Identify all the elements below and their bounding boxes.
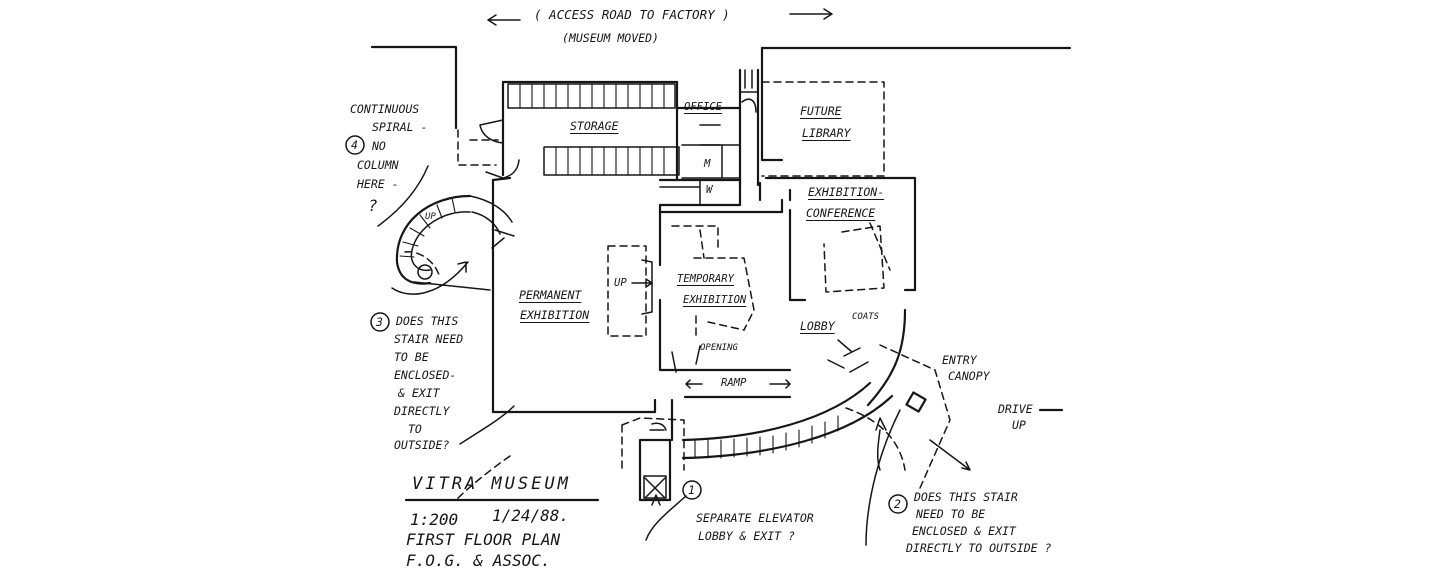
entry-canopy-line-2: CANOPY (948, 369, 990, 383)
note-1-circle (682, 480, 702, 500)
note-2-line-2: NEED TO BE (916, 507, 986, 521)
spiral-stair (395, 194, 515, 291)
firm-label: F.O.G. & ASSOC. (406, 551, 551, 570)
note-leaders (377, 165, 1064, 546)
m-label: M (704, 158, 711, 170)
note-3-line-1: DOES THIS (396, 314, 459, 328)
temporary-exhibition-outline (671, 225, 755, 339)
exhibition-conference-line-1: EXHIBITION- (808, 185, 885, 199)
exhibition-conference-line-2: CONFERENCE (806, 206, 876, 220)
drive-up-line-2: UP (1012, 418, 1026, 432)
note-4-line-4: COLUMN (357, 158, 399, 172)
spiral-up-label: UP (425, 212, 436, 222)
note-2-circle (888, 494, 908, 514)
access-road-arrows (487, 8, 833, 26)
future-library-outline (760, 80, 885, 177)
note-2-line-4: DIRECTLY TO OUTSIDE ? (906, 541, 1052, 555)
note-3-number: 3 (376, 315, 383, 329)
note-4-line-6: ? (368, 196, 378, 215)
temporary-exhibition-line-2: EXHIBITION (683, 294, 747, 306)
access-road-label: ( ACCESS ROAD TO FACTORY ) (534, 7, 730, 22)
permanent-exhibition-room (491, 176, 784, 414)
exhibition-conference-room (764, 176, 917, 302)
w-label: W (706, 184, 713, 196)
date-label: 1/24/88. (492, 506, 570, 525)
opening-label: OPENING (700, 343, 738, 353)
scale-label: 1:200 (410, 510, 459, 529)
future-library-line-2: LIBRARY (802, 126, 851, 140)
note-3-line-5: & EXIT (398, 386, 440, 400)
permanent-exhibition-line-2: EXHIBITION (520, 308, 590, 322)
note-1-line-1: SEPARATE ELEVATOR (696, 511, 814, 525)
note-3-line-7: TO (408, 422, 422, 436)
storage-wing (457, 68, 760, 187)
note-4-line-1: CONTINUOUS (350, 102, 420, 116)
entry-canopy-line-1: ENTRY (942, 353, 977, 367)
note-2-line-1: DOES THIS STAIR (914, 490, 1018, 504)
note-4-circle (345, 135, 365, 155)
storage-label: STORAGE (570, 119, 619, 133)
temporary-exhibition-line-1: TEMPORARY (677, 273, 734, 285)
note-4-line-2: SPIRAL - (372, 120, 428, 134)
note-3-line-8: OUTSIDE? (394, 438, 450, 452)
note-4-line-5: HERE - (357, 177, 399, 191)
note-2-line-3: ENCLOSED & EXIT (912, 524, 1016, 538)
coats-label: COATS (852, 312, 880, 322)
office-label: OFFICE (684, 101, 722, 113)
core (658, 178, 792, 207)
future-library-line-1: FUTURE (800, 104, 842, 118)
ramp-label: RAMP (721, 377, 747, 389)
note-1-line-2: LOBBY & EXIT ? (698, 529, 795, 543)
note-circles (345, 135, 908, 514)
note-4-number: 4 (351, 138, 358, 152)
note-3-line-3: TO BE (394, 350, 429, 364)
site-boundary (370, 45, 1072, 130)
title-label: VITRA MUSEUM (412, 474, 571, 494)
note-3-line-6: DIRECTLY (394, 404, 450, 418)
note-1-number: 1 (688, 483, 695, 497)
note-3-line-4: ENCLOSED- (394, 368, 457, 382)
plan-label: FIRST FLOOR PLAN (406, 530, 561, 549)
stair-up-label: UP (614, 277, 627, 289)
permanent-exhibition-line-1: PERMANENT (519, 288, 582, 302)
lobby-label: LOBBY (800, 319, 835, 333)
note-3-circle (370, 312, 390, 332)
note-2-number: 2 (894, 497, 901, 511)
elevator-lobby (621, 417, 685, 502)
note-3-line-2: STAIR NEED (394, 332, 464, 346)
drive-up-line-1: DRIVE - (998, 402, 1047, 416)
note-4-line-3: NO (372, 139, 386, 153)
ramp (671, 345, 792, 399)
curved-stair (653, 308, 951, 489)
museum-moved-label: (MUSEUM MOVED) (562, 31, 659, 45)
